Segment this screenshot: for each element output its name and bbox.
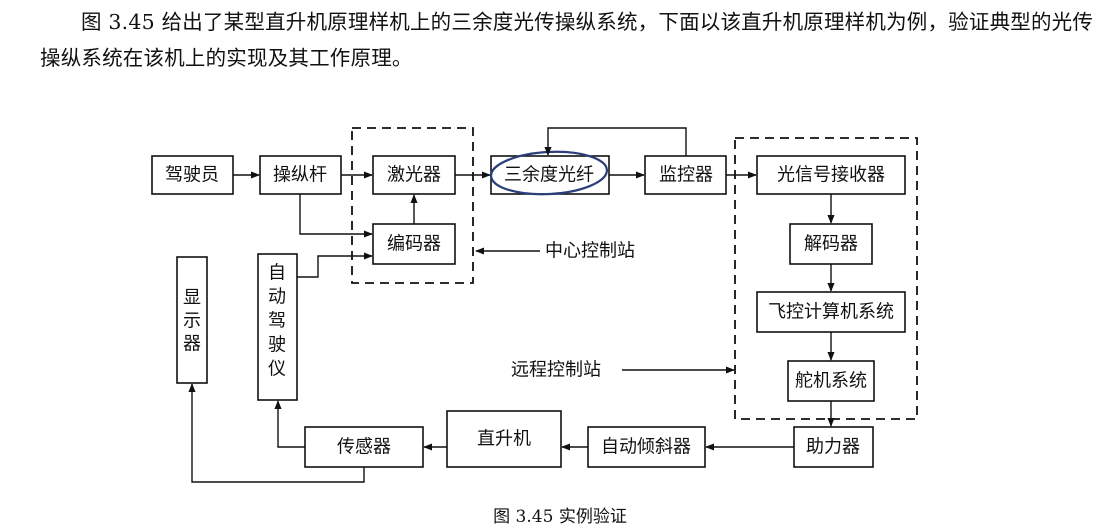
booster-label: 助力器 [806, 437, 860, 458]
decoder-label: 解码器 [804, 234, 858, 255]
stick-label: 操纵杆 [273, 165, 327, 186]
receiver-label: 光信号接收器 [777, 165, 885, 186]
display-label-1: 显 [183, 288, 201, 309]
intro-paragraph: 图 3.45 给出了某型直升机原理样机上的三余度光传操纵系统，下面以该直升机原理… [40, 10, 1094, 70]
fiber-label: 三余度光纤 [504, 165, 594, 186]
laser-label: 激光器 [387, 165, 441, 186]
laser-encoder-group [351, 127, 474, 284]
autopilot-label-3: 驾 [268, 311, 286, 332]
pilot-label: 驾驶员 [165, 165, 219, 186]
arrow-monitor-feedback [544, 127, 687, 156]
servo-label: 舵机系统 [795, 371, 867, 392]
display-box [176, 256, 208, 384]
autopilot-label-2: 动 [268, 287, 286, 308]
figure-caption: 图 3.45 实例验证 [493, 507, 627, 527]
receiver-servo-group [734, 137, 918, 420]
display-label-3: 器 [183, 334, 201, 355]
fcc-label: 飞控计算机系统 [768, 302, 894, 323]
autopilot-label-1: 自 [268, 263, 286, 284]
center-station-label: 中心控制站 [545, 241, 635, 262]
helicopter-box [446, 410, 562, 468]
arrow-sensor-display [188, 383, 365, 483]
helicopter-label: 直升机 [477, 429, 531, 450]
monitor-label: 监控器 [659, 165, 713, 186]
display-label-2: 示 [183, 311, 201, 332]
autopilot-box [257, 253, 298, 401]
arrow-sensor-autopilot [274, 400, 305, 448]
arrow-stick-encoder [299, 194, 373, 238]
sensor-label: 传感器 [337, 437, 391, 458]
swashplate-label: 自动倾斜器 [601, 437, 691, 458]
autopilot-label-5: 仪 [268, 359, 286, 380]
encoder-label: 编码器 [387, 234, 441, 255]
remote-station-label: 远程控制站 [511, 360, 601, 381]
arrow-autopilot-encoder [297, 252, 373, 278]
autopilot-label-4: 驶 [268, 335, 286, 356]
